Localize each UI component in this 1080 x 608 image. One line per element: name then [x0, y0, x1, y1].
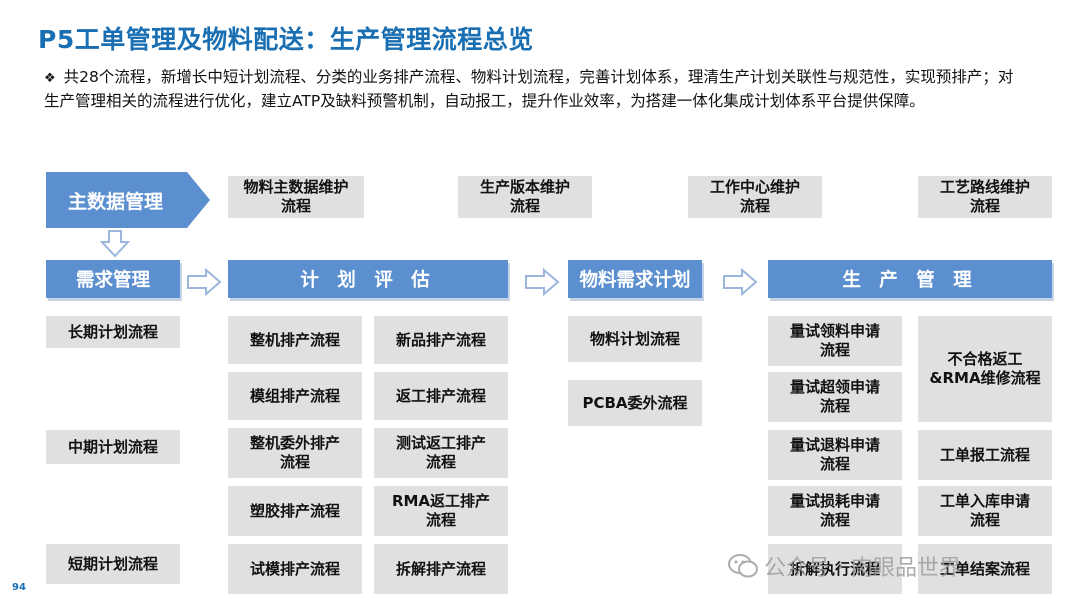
plan-item: 返工排产流程: [374, 372, 508, 420]
master-data-header: 主数据管理: [46, 172, 210, 228]
material-item: PCBA委外流程: [568, 380, 702, 426]
production-item: 工单入库申请 流程: [918, 486, 1052, 536]
master-item: 工艺路线维护 流程: [918, 176, 1052, 218]
demand-item: 短期计划流程: [46, 544, 180, 584]
wechat-icon: [728, 554, 758, 578]
plan-item: RMA返工排产 流程: [374, 486, 508, 536]
demand-item: 中期计划流程: [46, 430, 180, 464]
production-item: 量试领料申请 流程: [768, 316, 902, 366]
production-item: 量试超领申请 流程: [768, 372, 902, 422]
master-item: 工作中心维护 流程: [688, 176, 822, 218]
master-item: 物料主数据维护 流程: [228, 176, 364, 218]
material-item: 物料计划流程: [568, 316, 702, 362]
page-title: P5工单管理及物料配送：生产管理流程总览: [38, 25, 534, 54]
right-arrow-icon: [187, 268, 222, 296]
section-header-material: 物料需求计划: [568, 260, 702, 298]
diamond-bullet-icon: ❖: [44, 71, 56, 86]
production-item: 工单报工流程: [918, 430, 1052, 480]
master-item: 生产版本维护 流程: [458, 176, 592, 218]
plan-item: 试模排产流程: [228, 544, 362, 594]
intro-text: 共28个流程，新增长中短计划流程、分类的业务排产流程、物料计划流程，完善计划体系…: [44, 68, 1014, 110]
right-arrow-icon: [525, 268, 560, 296]
production-item: 拆解执行流程: [768, 544, 902, 594]
demand-item: 长期计划流程: [46, 316, 180, 348]
down-arrow-icon: [100, 230, 130, 258]
watermark: 公众号 · 肉眼品世界: [728, 550, 961, 582]
intro-paragraph: ❖共28个流程，新增长中短计划流程、分类的业务排产流程、物料计划流程，完善计划体…: [44, 66, 1019, 112]
production-item: 量试损耗申请 流程: [768, 486, 902, 536]
plan-item: 测试返工排产 流程: [374, 428, 508, 478]
watermark-text: 公众号 · 肉眼品世界: [764, 556, 961, 581]
plan-item: 整机委外排产 流程: [228, 428, 362, 478]
plan-item: 塑胶排产流程: [228, 486, 362, 536]
plan-item: 整机排产流程: [228, 316, 362, 364]
section-header-demand: 需求管理: [46, 260, 180, 298]
section-header-plan: 计 划 评 估: [228, 260, 508, 298]
right-arrow-icon: [723, 268, 758, 296]
production-item: 不合格返工 &RMA维修流程: [918, 316, 1052, 422]
production-item: 量试退料申请 流程: [768, 430, 902, 480]
page-number: 94: [12, 582, 26, 593]
plan-item: 拆解排产流程: [374, 544, 508, 594]
plan-item: 模组排产流程: [228, 372, 362, 420]
section-header-production: 生 产 管 理: [768, 260, 1052, 298]
plan-item: 新品排产流程: [374, 316, 508, 364]
production-item: 工单结案流程: [918, 544, 1052, 594]
